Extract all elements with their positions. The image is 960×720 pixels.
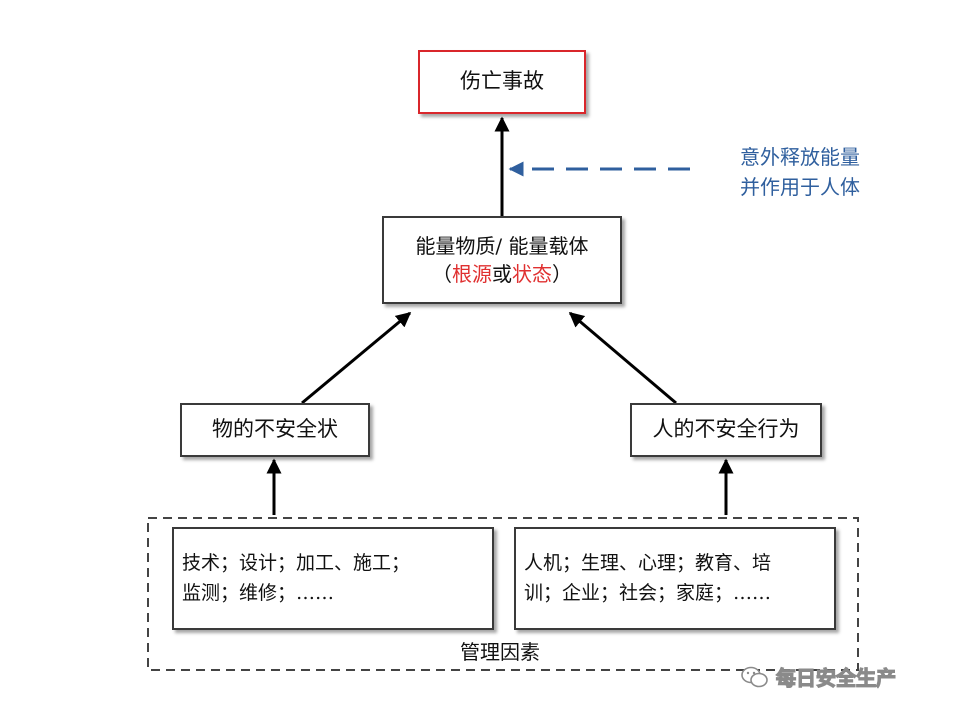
- human-factors-line1: 人机；生理、心理；教育、培: [524, 552, 772, 575]
- management-frame: [147, 517, 859, 671]
- node-casualty-accident: 伤亡事故: [418, 50, 586, 114]
- watermark: 每日安全生产: [740, 662, 897, 691]
- node-unsafe-act-label: 人的不安全行为: [652, 417, 800, 442]
- node-unsafe-condition-label: 物的不安全状: [212, 417, 338, 442]
- state-text: 状态: [512, 262, 552, 286]
- root-source-text: 根源: [452, 262, 492, 286]
- arrow-human-to-energy: [568, 311, 677, 405]
- wechat-icon: [741, 666, 768, 687]
- node-unsafe-condition: 物的不安全状: [180, 403, 370, 457]
- node-energy-line2: （根源或状态）: [432, 260, 572, 288]
- arrow-thing-to-energy: [301, 311, 412, 405]
- paren-close: ）: [552, 262, 572, 286]
- paren-open: （: [432, 262, 452, 286]
- node-unsafe-act: 人的不安全行为: [630, 403, 822, 457]
- energy-release-line2: 并作用于人体: [740, 175, 860, 199]
- or-text: 或: [492, 262, 512, 286]
- energy-release-line1: 意外释放能量: [740, 145, 860, 169]
- node-casualty-accident-label: 伤亡事故: [460, 69, 544, 94]
- node-technical-factors: 技术；设计；加工、施工； 监测；维修；……: [172, 527, 494, 630]
- energy-release-label: 意外释放能量 并作用于人体: [650, 142, 860, 202]
- node-energy-carrier: 能量物质/ 能量载体 （根源或状态）: [382, 216, 622, 304]
- technical-factors-line2: 监测；维修；……: [182, 581, 335, 604]
- node-human-factors: 人机；生理、心理；教育、培 训；企业；社会；家庭；……: [514, 527, 836, 630]
- technical-factors-line1: 技术；设计；加工、施工；: [182, 552, 411, 575]
- watermark-text: 每日安全生产: [775, 665, 896, 690]
- management-factors-label: 管理因素: [460, 640, 540, 664]
- human-factors-line2: 训；企业；社会；家庭；……: [524, 581, 772, 604]
- node-energy-line1: 能量物质/ 能量载体: [415, 234, 589, 258]
